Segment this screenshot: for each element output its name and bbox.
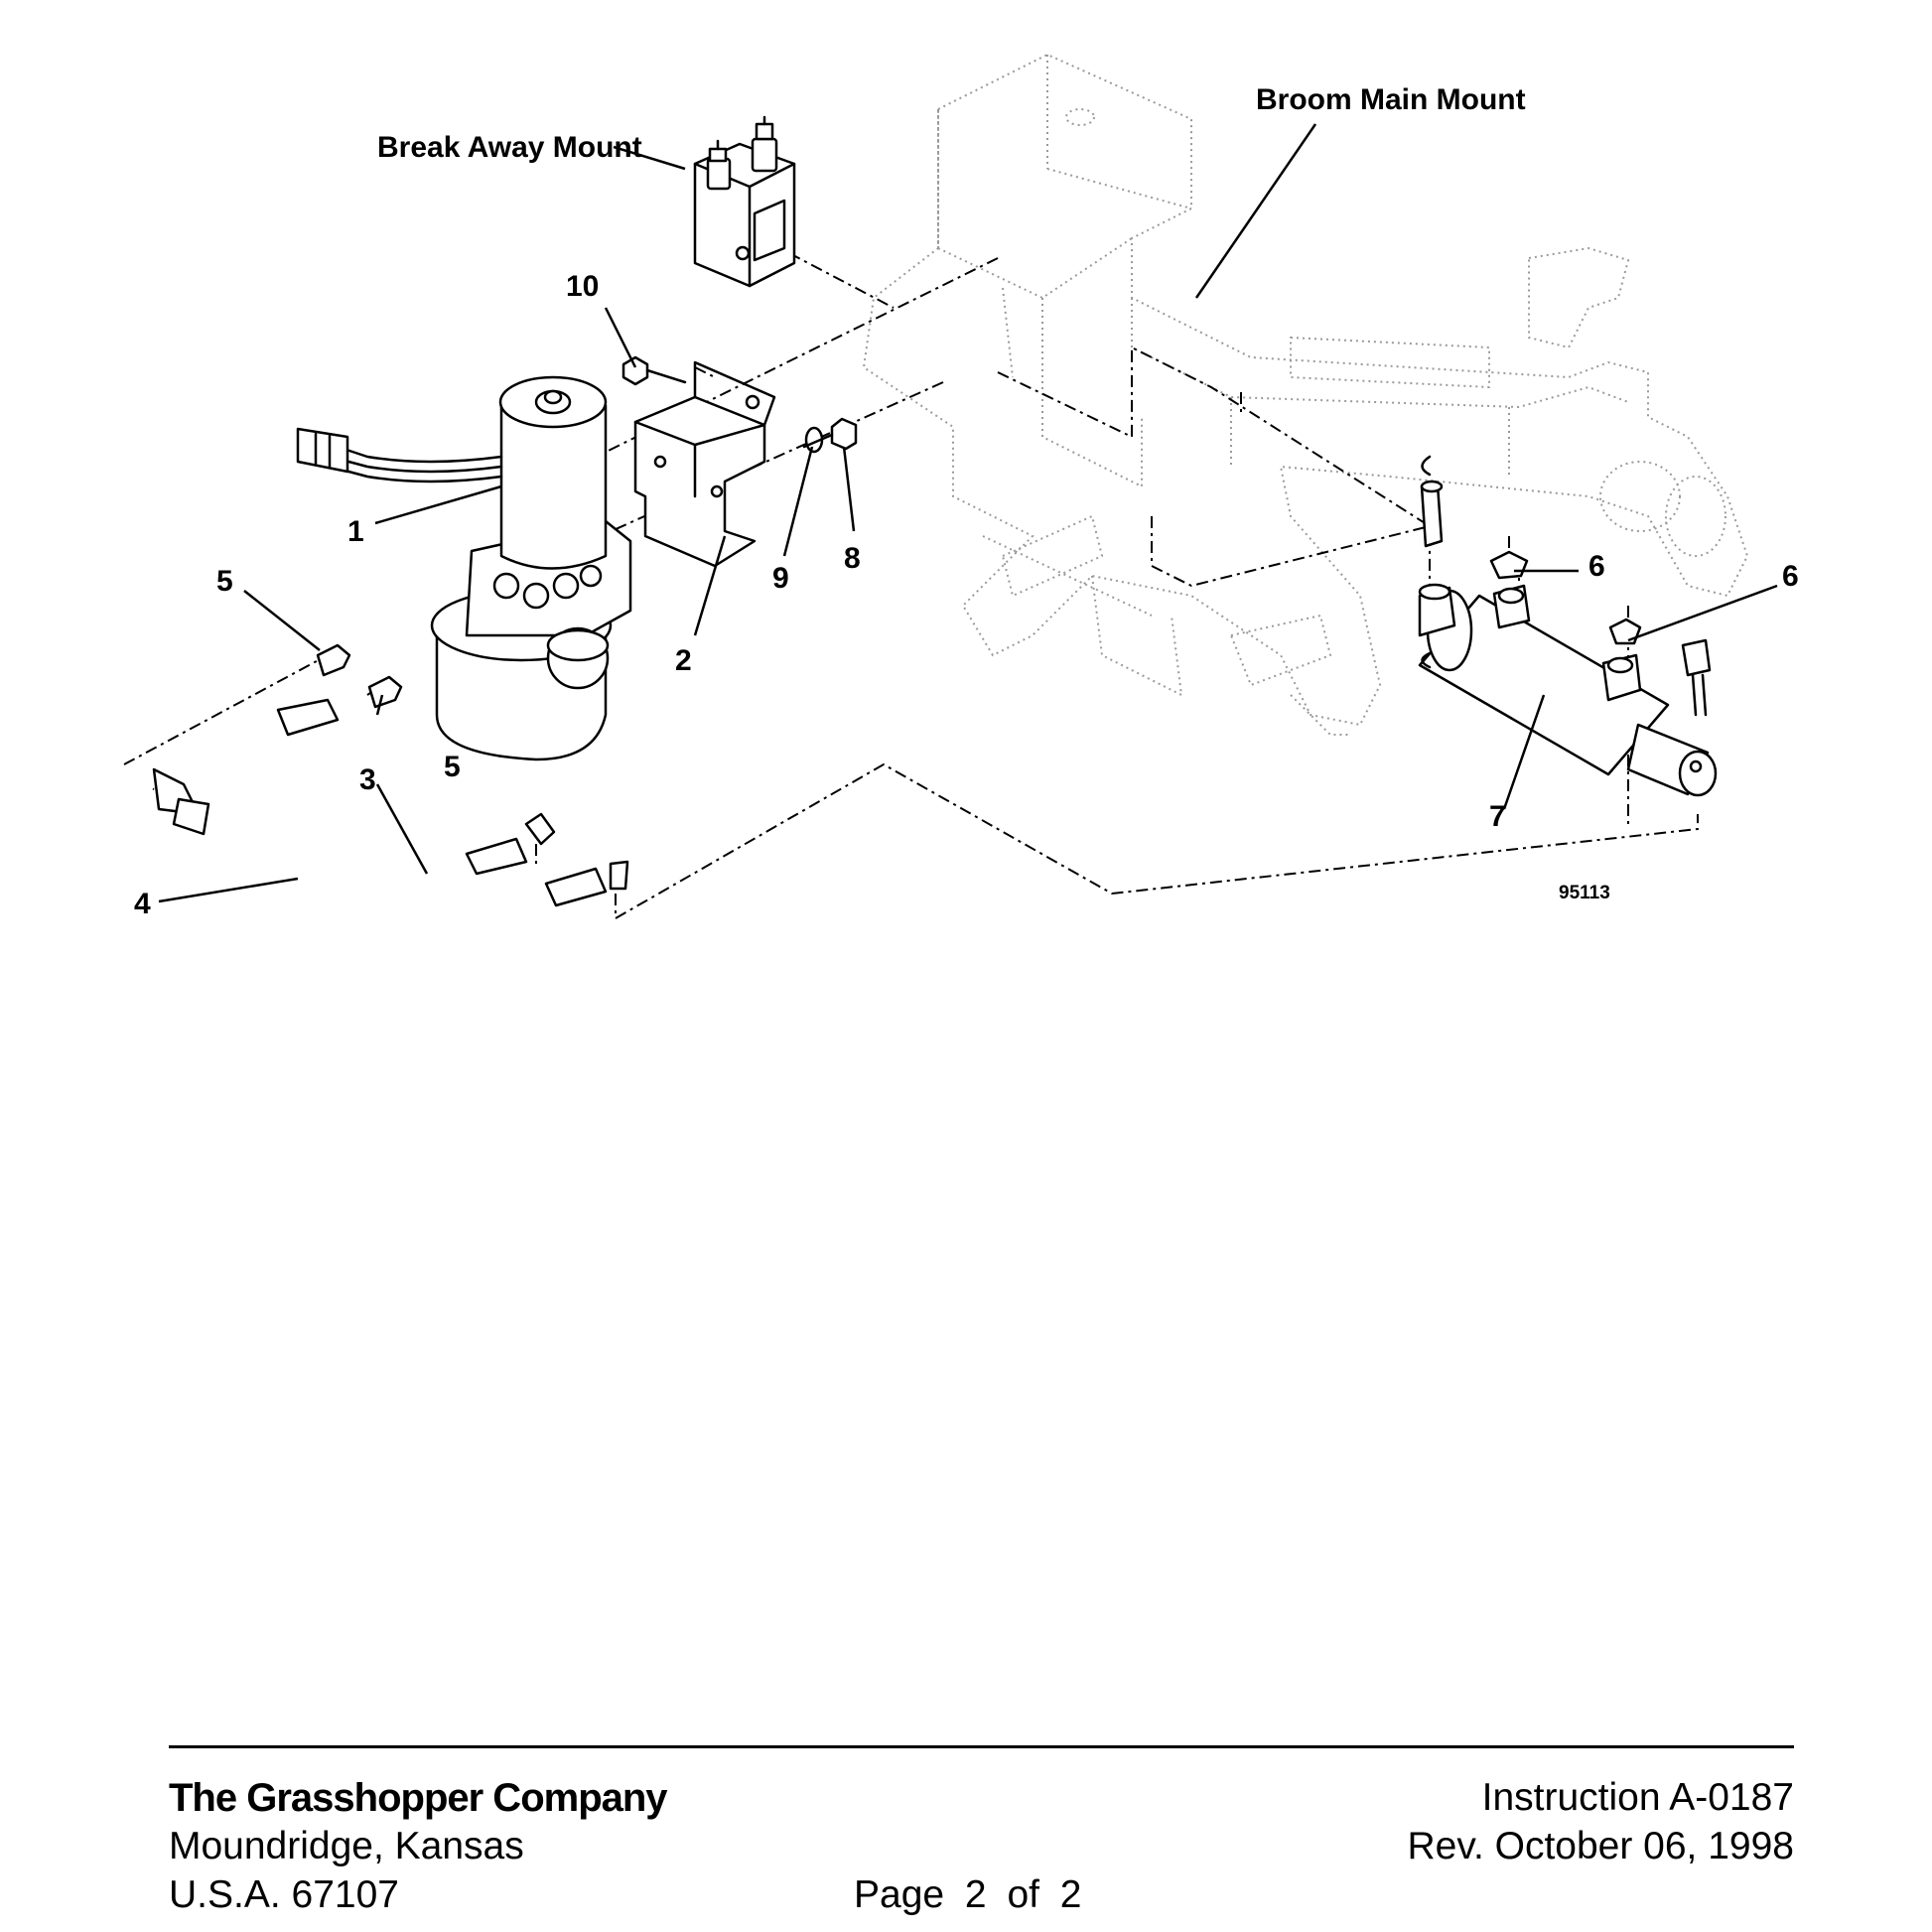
callout-9: 9 bbox=[772, 562, 789, 595]
company-zip: U.S.A. 67107 bbox=[169, 1873, 399, 1916]
callout-5-left: 5 bbox=[216, 565, 233, 598]
hydraulic-hoses bbox=[152, 698, 629, 908]
callout-5-right: 5 bbox=[444, 751, 461, 783]
hydraulic-pump-motor bbox=[296, 375, 632, 761]
revision-date: Rev. October 06, 1998 bbox=[1407, 1825, 1794, 1867]
assembly-lines bbox=[123, 252, 1699, 919]
callout-7: 7 bbox=[1489, 800, 1506, 833]
pump-mounting-bracket bbox=[633, 360, 776, 568]
page-number: Page 2 of 2 bbox=[854, 1873, 1082, 1916]
callout-1: 1 bbox=[347, 515, 364, 548]
washer-and-bolt bbox=[802, 417, 858, 454]
flange-screw bbox=[621, 355, 687, 386]
label-break-away-mount: Break Away Mount bbox=[377, 131, 642, 164]
leader-lines bbox=[158, 123, 1778, 903]
callout-6-right: 6 bbox=[1782, 560, 1799, 593]
company-city: Moundridge, Kansas bbox=[169, 1825, 524, 1867]
footer-rule bbox=[169, 1745, 1794, 1748]
company-name: The Grasshopper Company bbox=[169, 1776, 668, 1820]
figure-number: 95113 bbox=[1559, 883, 1610, 903]
label-broom-main-mount: Broom Main Mount bbox=[1256, 83, 1526, 116]
callout-4: 4 bbox=[134, 888, 151, 920]
break-away-mount bbox=[693, 115, 796, 288]
instruction-number: Instruction A-0187 bbox=[1481, 1776, 1794, 1819]
callout-10: 10 bbox=[566, 270, 599, 303]
assembly-diagram: Break Away Mount Broom Main Mount 95113 … bbox=[123, 53, 1799, 920]
pump-port-fittings bbox=[316, 643, 403, 709]
broom-main-mount-frame bbox=[862, 53, 1749, 736]
callout-2: 2 bbox=[675, 644, 692, 677]
hydraulic-cylinder bbox=[1418, 455, 1718, 797]
callout-6-left: 6 bbox=[1588, 550, 1605, 583]
callout-3: 3 bbox=[359, 763, 376, 796]
callout-8: 8 bbox=[844, 542, 861, 575]
